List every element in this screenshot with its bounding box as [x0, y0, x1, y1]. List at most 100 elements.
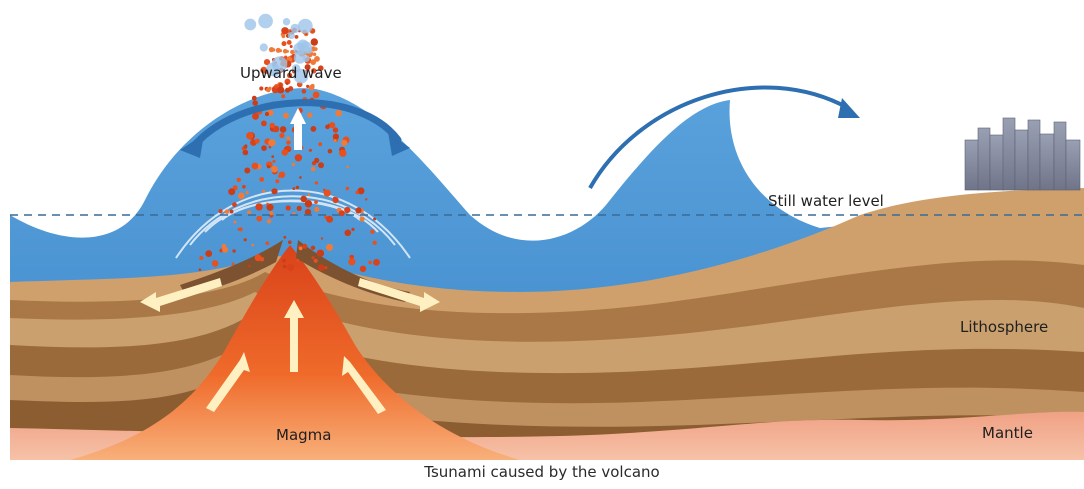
- steam-bubble: [260, 43, 268, 51]
- ejecta-particle: [285, 88, 290, 93]
- ejecta-particle: [282, 259, 285, 262]
- ejecta-particle: [272, 48, 275, 51]
- ejecta-particle: [329, 122, 335, 128]
- steam-bubble: [258, 14, 273, 29]
- lithosphere-label: Lithosphere: [960, 318, 1048, 336]
- ejecta-particle: [244, 144, 247, 147]
- ejecta-particle: [252, 100, 258, 106]
- ejecta-particle: [246, 132, 253, 139]
- ejecta-particle: [282, 41, 287, 46]
- ejecta-particle: [351, 228, 354, 231]
- ejecta-particle: [346, 187, 350, 191]
- ejecta-particle: [266, 203, 269, 206]
- ejecta-particle: [269, 146, 272, 149]
- ejecta-particle: [225, 210, 229, 214]
- ejecta-particle: [313, 53, 317, 57]
- ejecta-particle: [256, 216, 262, 222]
- ejecta-particle: [314, 207, 319, 212]
- ejecta-particle: [370, 230, 374, 234]
- ejecta-particle: [234, 221, 237, 224]
- ejecta-particle: [368, 261, 372, 265]
- ejecta-particle: [222, 247, 228, 253]
- ejecta-particle: [295, 35, 299, 39]
- ejecta-particle: [286, 50, 289, 53]
- ejecta-particle: [247, 210, 251, 214]
- ejecta-particle: [358, 187, 365, 194]
- ejecta-particle: [286, 205, 291, 210]
- ejecta-particle: [290, 45, 293, 48]
- ejecta-particle: [318, 162, 324, 168]
- ejecta-particle: [360, 266, 366, 272]
- ejecta-particle: [318, 142, 322, 146]
- ejecta-particle: [266, 88, 271, 93]
- ejecta-particle: [282, 34, 286, 38]
- ejecta-particle: [281, 94, 285, 98]
- ejecta-particle: [265, 112, 269, 116]
- ejecta-particle: [339, 150, 346, 157]
- steam-bubble: [283, 18, 290, 25]
- ejecta-particle: [314, 200, 318, 204]
- ejecta-particle: [292, 187, 295, 190]
- ejecta-particle: [251, 244, 254, 247]
- ejecta-particle: [315, 181, 318, 184]
- ejecta-particle: [280, 126, 287, 133]
- ejecta-particle: [261, 145, 267, 151]
- ejecta-particle: [255, 203, 262, 210]
- ejecta-particle: [318, 264, 325, 271]
- ejecta-particle: [324, 190, 331, 197]
- ejecta-particle: [271, 188, 277, 194]
- ejecta-particle: [314, 259, 318, 263]
- ejecta-particle: [346, 166, 349, 169]
- ejecta-particle: [373, 241, 377, 245]
- ejecta-particle: [282, 149, 289, 156]
- figure-caption: Tsunami caused by the volcano: [0, 463, 1084, 481]
- ejecta-particle: [232, 262, 235, 265]
- ejecta-particle: [326, 244, 333, 251]
- ejecta-particle: [230, 210, 234, 214]
- ejecta-particle: [199, 268, 202, 271]
- ejecta-particle: [283, 265, 287, 269]
- ejecta-particle: [348, 258, 355, 265]
- ejecta-particle: [261, 121, 267, 127]
- ejecta-particle: [283, 113, 289, 119]
- ejecta-particle: [271, 166, 278, 173]
- ejecta-particle: [309, 85, 315, 91]
- ejecta-particle: [311, 38, 318, 45]
- ejecta-particle: [324, 266, 327, 269]
- ejecta-particle: [297, 206, 302, 211]
- ejecta-particle: [288, 240, 292, 244]
- ejecta-particle: [262, 190, 265, 193]
- ejecta-particle: [267, 165, 270, 168]
- ejecta-particle: [199, 256, 203, 260]
- ejecta-particle: [292, 163, 295, 166]
- ejecta-particle: [259, 177, 264, 182]
- ejecta-particle: [252, 96, 257, 101]
- ejecta-particle: [311, 167, 316, 172]
- ejecta-particle: [311, 126, 317, 132]
- ejecta-particle: [274, 84, 278, 88]
- ejecta-particle: [333, 197, 339, 203]
- ejecta-particle: [287, 40, 292, 45]
- steam-bubble: [244, 19, 256, 31]
- steam-bubble: [298, 19, 313, 34]
- ejecta-particle: [267, 219, 271, 223]
- ejecta-particle: [238, 193, 245, 200]
- ejecta-particle: [212, 260, 219, 267]
- still-water-level-label: Still water level: [768, 192, 884, 210]
- ejecta-particle: [341, 140, 347, 146]
- ejecta-particle: [246, 191, 249, 194]
- ejecta-particle: [355, 207, 361, 213]
- ejecta-particle: [373, 218, 376, 221]
- ejecta-particle: [243, 150, 249, 156]
- ejecta-particle: [365, 198, 367, 200]
- ejecta-particle: [259, 86, 263, 90]
- ejecta-particle: [314, 47, 318, 51]
- ejecta-particle: [314, 158, 319, 163]
- ejecta-particle: [244, 168, 250, 174]
- ejecta-particle: [287, 136, 291, 140]
- ejecta-particle: [300, 196, 307, 203]
- ejecta-particle: [248, 265, 251, 268]
- ejecta-particle: [281, 27, 288, 34]
- ejecta-particle: [275, 179, 279, 183]
